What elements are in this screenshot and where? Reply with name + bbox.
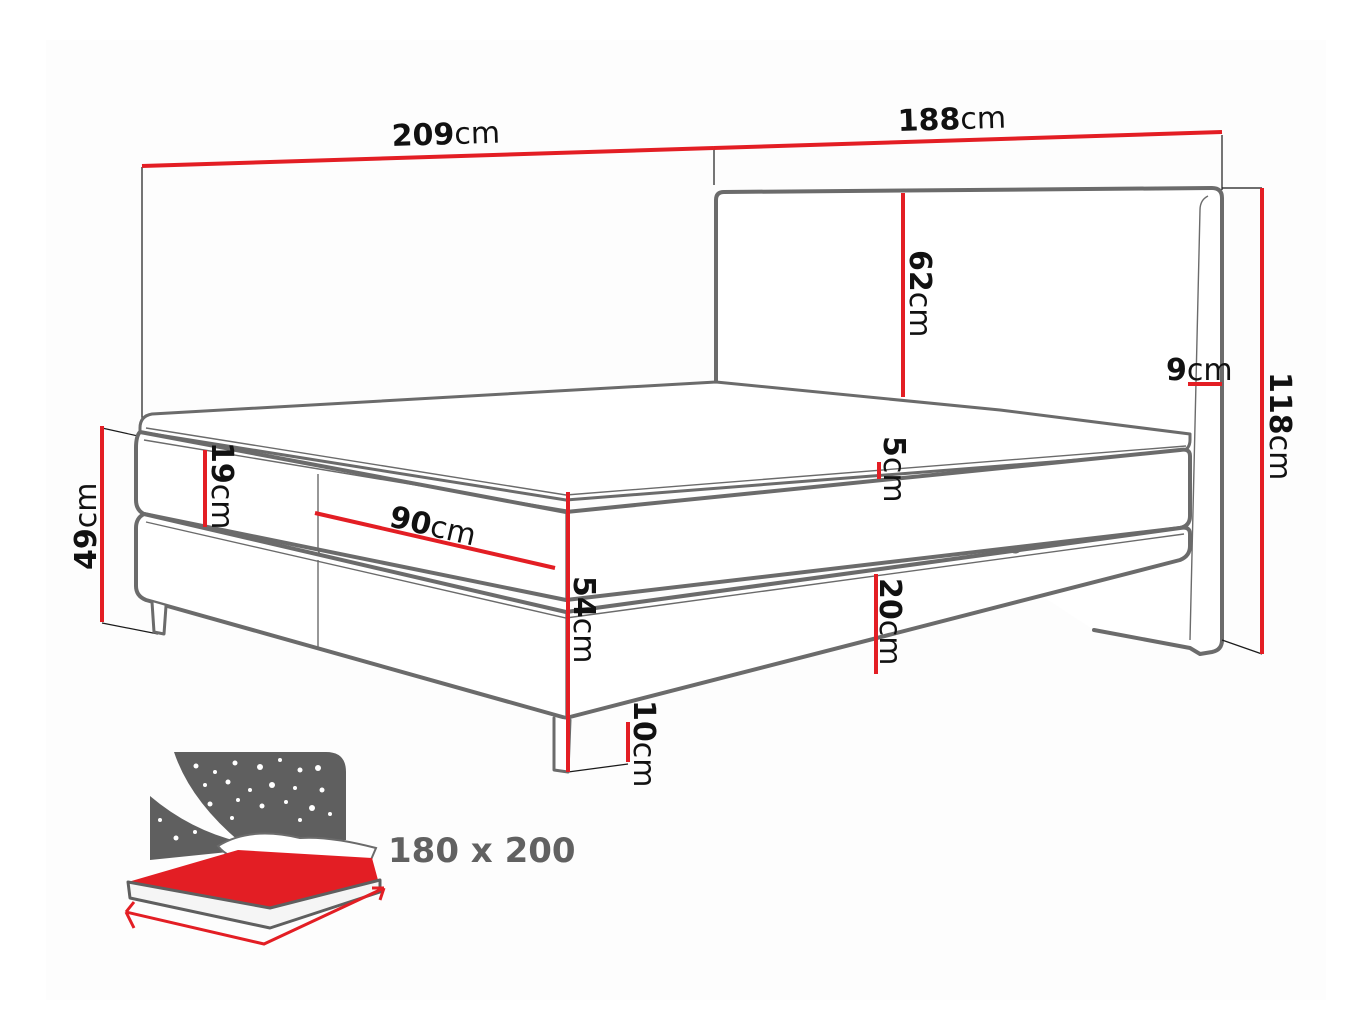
label-headboard-thickness: 9cm — [1166, 353, 1233, 388]
label-leg-height: 10cm — [626, 700, 661, 787]
label-base-height: 20cm — [872, 578, 907, 665]
label-headboard-height: 62cm — [902, 250, 937, 337]
stars-icon — [158, 758, 332, 841]
drawer-handle — [1006, 544, 1027, 554]
label-bed-height: 54cm — [566, 576, 601, 663]
label-total-width: 188cm — [897, 101, 1006, 139]
label-mattress-height: 19cm — [204, 442, 239, 529]
sleeping-area-size-label: 180 x 200 — [388, 831, 576, 871]
label-total-height: 118cm — [1262, 372, 1297, 480]
extension-lines — [101, 135, 1263, 773]
dimension-labels: 209cm 188cm 62cm 9cm 118cm 49cm 19cm 5cm — [69, 101, 1297, 788]
dimension-lines — [100, 130, 1264, 772]
label-side-height: 49cm — [69, 483, 104, 570]
label-topper-height: 5cm — [876, 436, 911, 503]
label-total-length: 209cm — [391, 116, 500, 154]
bed-sleeping-area-icon — [124, 752, 386, 946]
